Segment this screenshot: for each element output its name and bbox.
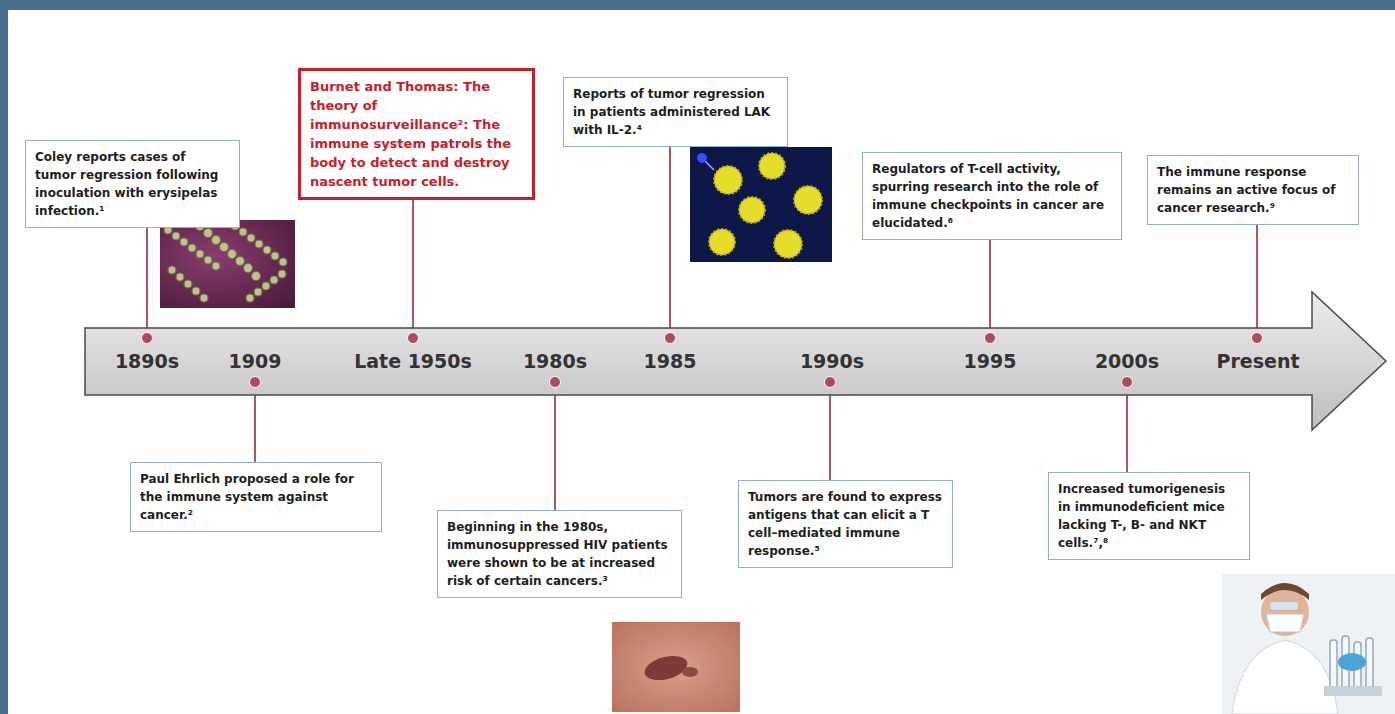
goggles <box>1270 602 1298 610</box>
timeline-dot <box>1252 333 1263 344</box>
mask <box>1266 614 1304 632</box>
event-box: The immune response remains an active fo… <box>1147 155 1359 225</box>
highlight-box: Burnet and Thomas: The theory of immunos… <box>298 68 535 200</box>
hair <box>1261 583 1309 600</box>
leader-line <box>1126 382 1128 480</box>
leader-line <box>1256 220 1258 338</box>
glove <box>1338 653 1366 671</box>
event-text: Burnet and Thomas: The theory of immunos… <box>310 77 523 191</box>
event-text: Increased tumorigenesis in immunodeficie… <box>1058 480 1240 552</box>
year-label: Present <box>1173 349 1343 373</box>
lymphocytes <box>709 153 822 258</box>
event-text: Regulators of T-cell activity, spurring … <box>872 160 1112 232</box>
top-bar <box>0 0 1395 10</box>
year-label: 1909 <box>170 349 340 373</box>
event-text: The immune response remains an active fo… <box>1157 163 1349 217</box>
timeline-dot <box>250 377 261 388</box>
year-label: 1985 <box>585 349 755 373</box>
leader-line <box>989 235 991 338</box>
picture-ground <box>612 622 740 712</box>
scientist-picture <box>1222 574 1395 714</box>
picture-ground <box>1222 574 1395 714</box>
lesion <box>642 652 690 685</box>
cells-picture <box>690 147 832 262</box>
event-box: Increased tumorigenesis in immunodeficie… <box>1048 472 1250 560</box>
event-text: Coley reports cases of tumor regression … <box>35 148 230 220</box>
skin-lesion-picture <box>612 622 740 712</box>
year-label: 1990s <box>747 349 917 373</box>
picture-ground <box>160 220 295 308</box>
year-label: 1980s <box>470 349 640 373</box>
timeline-dot <box>550 377 561 388</box>
year-label: 2000s <box>1042 349 1212 373</box>
picture-ground <box>690 147 832 262</box>
leader-line <box>554 382 556 518</box>
event-text: Paul Ehrlich proposed a role for the imm… <box>140 470 372 524</box>
timeline-arrow <box>85 292 1386 430</box>
timeline-dot <box>1122 377 1133 388</box>
timeline-dot <box>408 333 419 344</box>
timeline-dots <box>142 333 1263 388</box>
event-text: Reports of tumor regression in patients … <box>573 85 778 139</box>
bacteria-chains <box>164 222 287 303</box>
event-text: Beginning in the 1980s, immunosuppressed… <box>447 518 672 590</box>
leader-line <box>669 140 671 338</box>
timeline-dot <box>985 333 996 344</box>
leader-line <box>412 195 414 338</box>
leader-line <box>829 382 831 488</box>
lab-coat <box>1232 640 1338 714</box>
year-label: 1995 <box>905 349 1075 373</box>
bacteria-picture <box>160 220 295 308</box>
side-bar <box>0 0 8 714</box>
timeline-dot <box>825 377 836 388</box>
event-box: Beginning in the 1980s, immunosuppressed… <box>437 510 682 598</box>
event-box: Tumors are found to express antigens tha… <box>738 480 953 568</box>
leader-line <box>146 222 148 338</box>
year-label: Late 1950s <box>328 349 498 373</box>
event-box: Coley reports cases of tumor regression … <box>25 140 240 228</box>
event-box: Paul Ehrlich proposed a role for the imm… <box>130 462 382 532</box>
event-box: Reports of tumor regression in patients … <box>563 77 788 147</box>
lesion <box>682 667 698 677</box>
test-tubes <box>1330 636 1373 690</box>
pin-head <box>697 153 707 163</box>
event-text: Tumors are found to express antigens tha… <box>748 488 943 560</box>
head <box>1261 588 1309 636</box>
event-box: Regulators of T-cell activity, spurring … <box>862 152 1122 240</box>
tube-rack <box>1324 686 1382 696</box>
timeline-dot <box>665 333 676 344</box>
year-label: 1890s <box>62 349 232 373</box>
timeline-dot <box>142 333 153 344</box>
